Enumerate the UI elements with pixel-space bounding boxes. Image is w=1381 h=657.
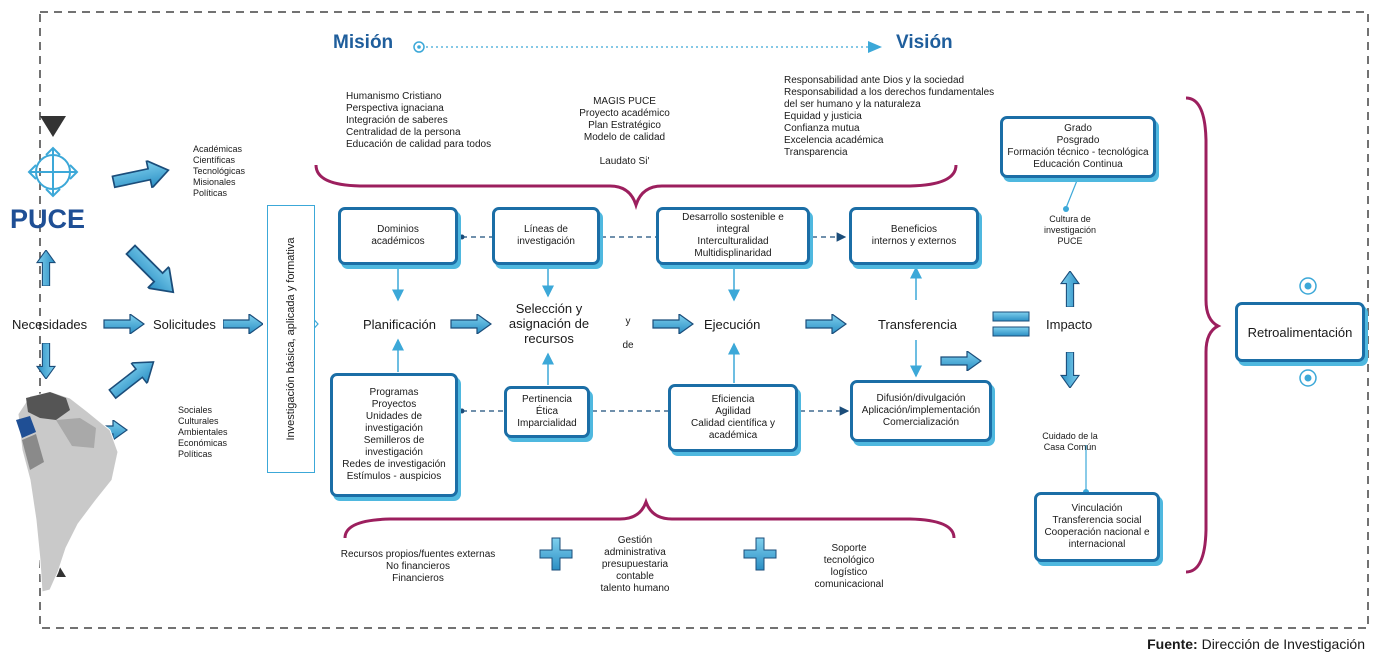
dominios-box: Dominios académicos: [338, 207, 458, 265]
right-brace: [1185, 96, 1222, 574]
puce-emblem-icon: [27, 146, 79, 198]
planificacion-label: Planificación: [363, 317, 436, 332]
vision-title: Visión: [896, 32, 953, 53]
puce-logo-text: PUCE: [10, 204, 86, 234]
cultura-label: Cultura de investigación PUCE: [1043, 214, 1097, 246]
y-de-label: y de: [622, 316, 634, 351]
transferencia-label: Transferencia: [878, 317, 957, 332]
impacto-label: Impacto: [1046, 317, 1093, 332]
investigation-type-box: Investigación básica, aplicada y formati…: [267, 205, 315, 473]
values-center-list: MAGIS PUCE Proyecto académico Plan Estra…: [579, 96, 670, 167]
seleccion-label: Selección y asignación de recursos: [508, 301, 590, 346]
bottom-brace: [343, 497, 956, 539]
right-connectors: [1065, 177, 1087, 492]
resources-support-list: Soporte tecnológico logístico comunicaci…: [814, 543, 884, 590]
retro-circles: [1299, 277, 1317, 387]
programas-box: Programas Proyectos Unidades de investig…: [330, 373, 458, 497]
difusion-box: Difusión/divulgación Aplicación/implemen…: [850, 380, 992, 442]
equals-sign: [992, 311, 1030, 337]
resources-own-list: Recursos propios/fuentes externas No fin…: [340, 549, 496, 584]
beneficios-text: Beneficios internos y externos: [871, 224, 957, 247]
difusion-text: Difusión/divulgación Aplicación/implemen…: [861, 393, 981, 428]
investigation-type-label: Investigación básica, aplicada y formati…: [285, 237, 297, 441]
cuidado-label: Cuidado de la Casa Común: [1042, 431, 1098, 452]
eficiencia-box: Eficiencia Agilidad Calidad científica y…: [668, 384, 798, 452]
resources-management-list: Gestión administrativa presupuestaria co…: [600, 535, 670, 594]
values-right-list: Responsabilidad ante Dios y la sociedad …: [784, 75, 995, 158]
retroalimentacion-text: Retroalimentación: [1247, 324, 1353, 340]
necesidades-label: Necesidades: [12, 317, 88, 332]
top-brace: [314, 164, 958, 210]
lineas-text: Líneas de investigación: [517, 224, 575, 247]
values-left-list: Humanismo Cristiano Perspectiva ignacian…: [346, 91, 492, 150]
pertinencia-text: Pertinencia Ética Imparcialidad: [517, 394, 577, 429]
mision-vision-arrow: [413, 41, 882, 53]
grado-text: Grado Posgrado Formación técnico - tecno…: [1007, 123, 1149, 170]
triangle-down: [40, 116, 66, 137]
vinculacion-text: Vinculación Transferencia social Coopera…: [1044, 503, 1150, 550]
desarrollo-text: Desarrollo sostenible e integral Intercu…: [682, 212, 784, 259]
grado-box: Grado Posgrado Formación técnico - tecno…: [1000, 116, 1156, 178]
beneficios-box: Beneficios internos y externos: [849, 207, 979, 265]
south-america-map-icon: [16, 391, 119, 593]
dominios-text: Dominios académicos: [371, 224, 425, 247]
outer-dashed-frame: [39, 11, 1369, 629]
dashed-connectors: [462, 232, 850, 416]
plus-signs: [539, 537, 777, 571]
lineas-box: Líneas de investigación: [492, 207, 600, 265]
solicitudes-label: Solicitudes: [153, 317, 216, 332]
retroalimentacion-box: Retroalimentación: [1235, 302, 1365, 362]
mision-title: Misión: [333, 32, 394, 53]
programas-text: Programas Proyectos Unidades de investig…: [342, 387, 446, 482]
source-value: Dirección de Investigación: [1197, 636, 1365, 652]
request-types-list: Académicas Científicas Tecnológicas Misi…: [193, 144, 246, 198]
pertinencia-box: Pertinencia Ética Imparcialidad: [504, 386, 590, 438]
source-footer: Fuente: Dirección de Investigación: [1147, 636, 1365, 652]
ejecucion-label: Ejecución: [704, 317, 761, 332]
desarrollo-box: Desarrollo sostenible e integral Intercu…: [656, 207, 810, 265]
vinculacion-box: Vinculación Transferencia social Coopera…: [1034, 492, 1160, 562]
context-types-list: Sociales Culturales Ambientales Económic…: [178, 405, 228, 459]
eficiencia-text: Eficiencia Agilidad Calidad científica y…: [691, 394, 775, 441]
source-label: Fuente:: [1147, 636, 1198, 652]
thin-arrows: [392, 266, 922, 385]
